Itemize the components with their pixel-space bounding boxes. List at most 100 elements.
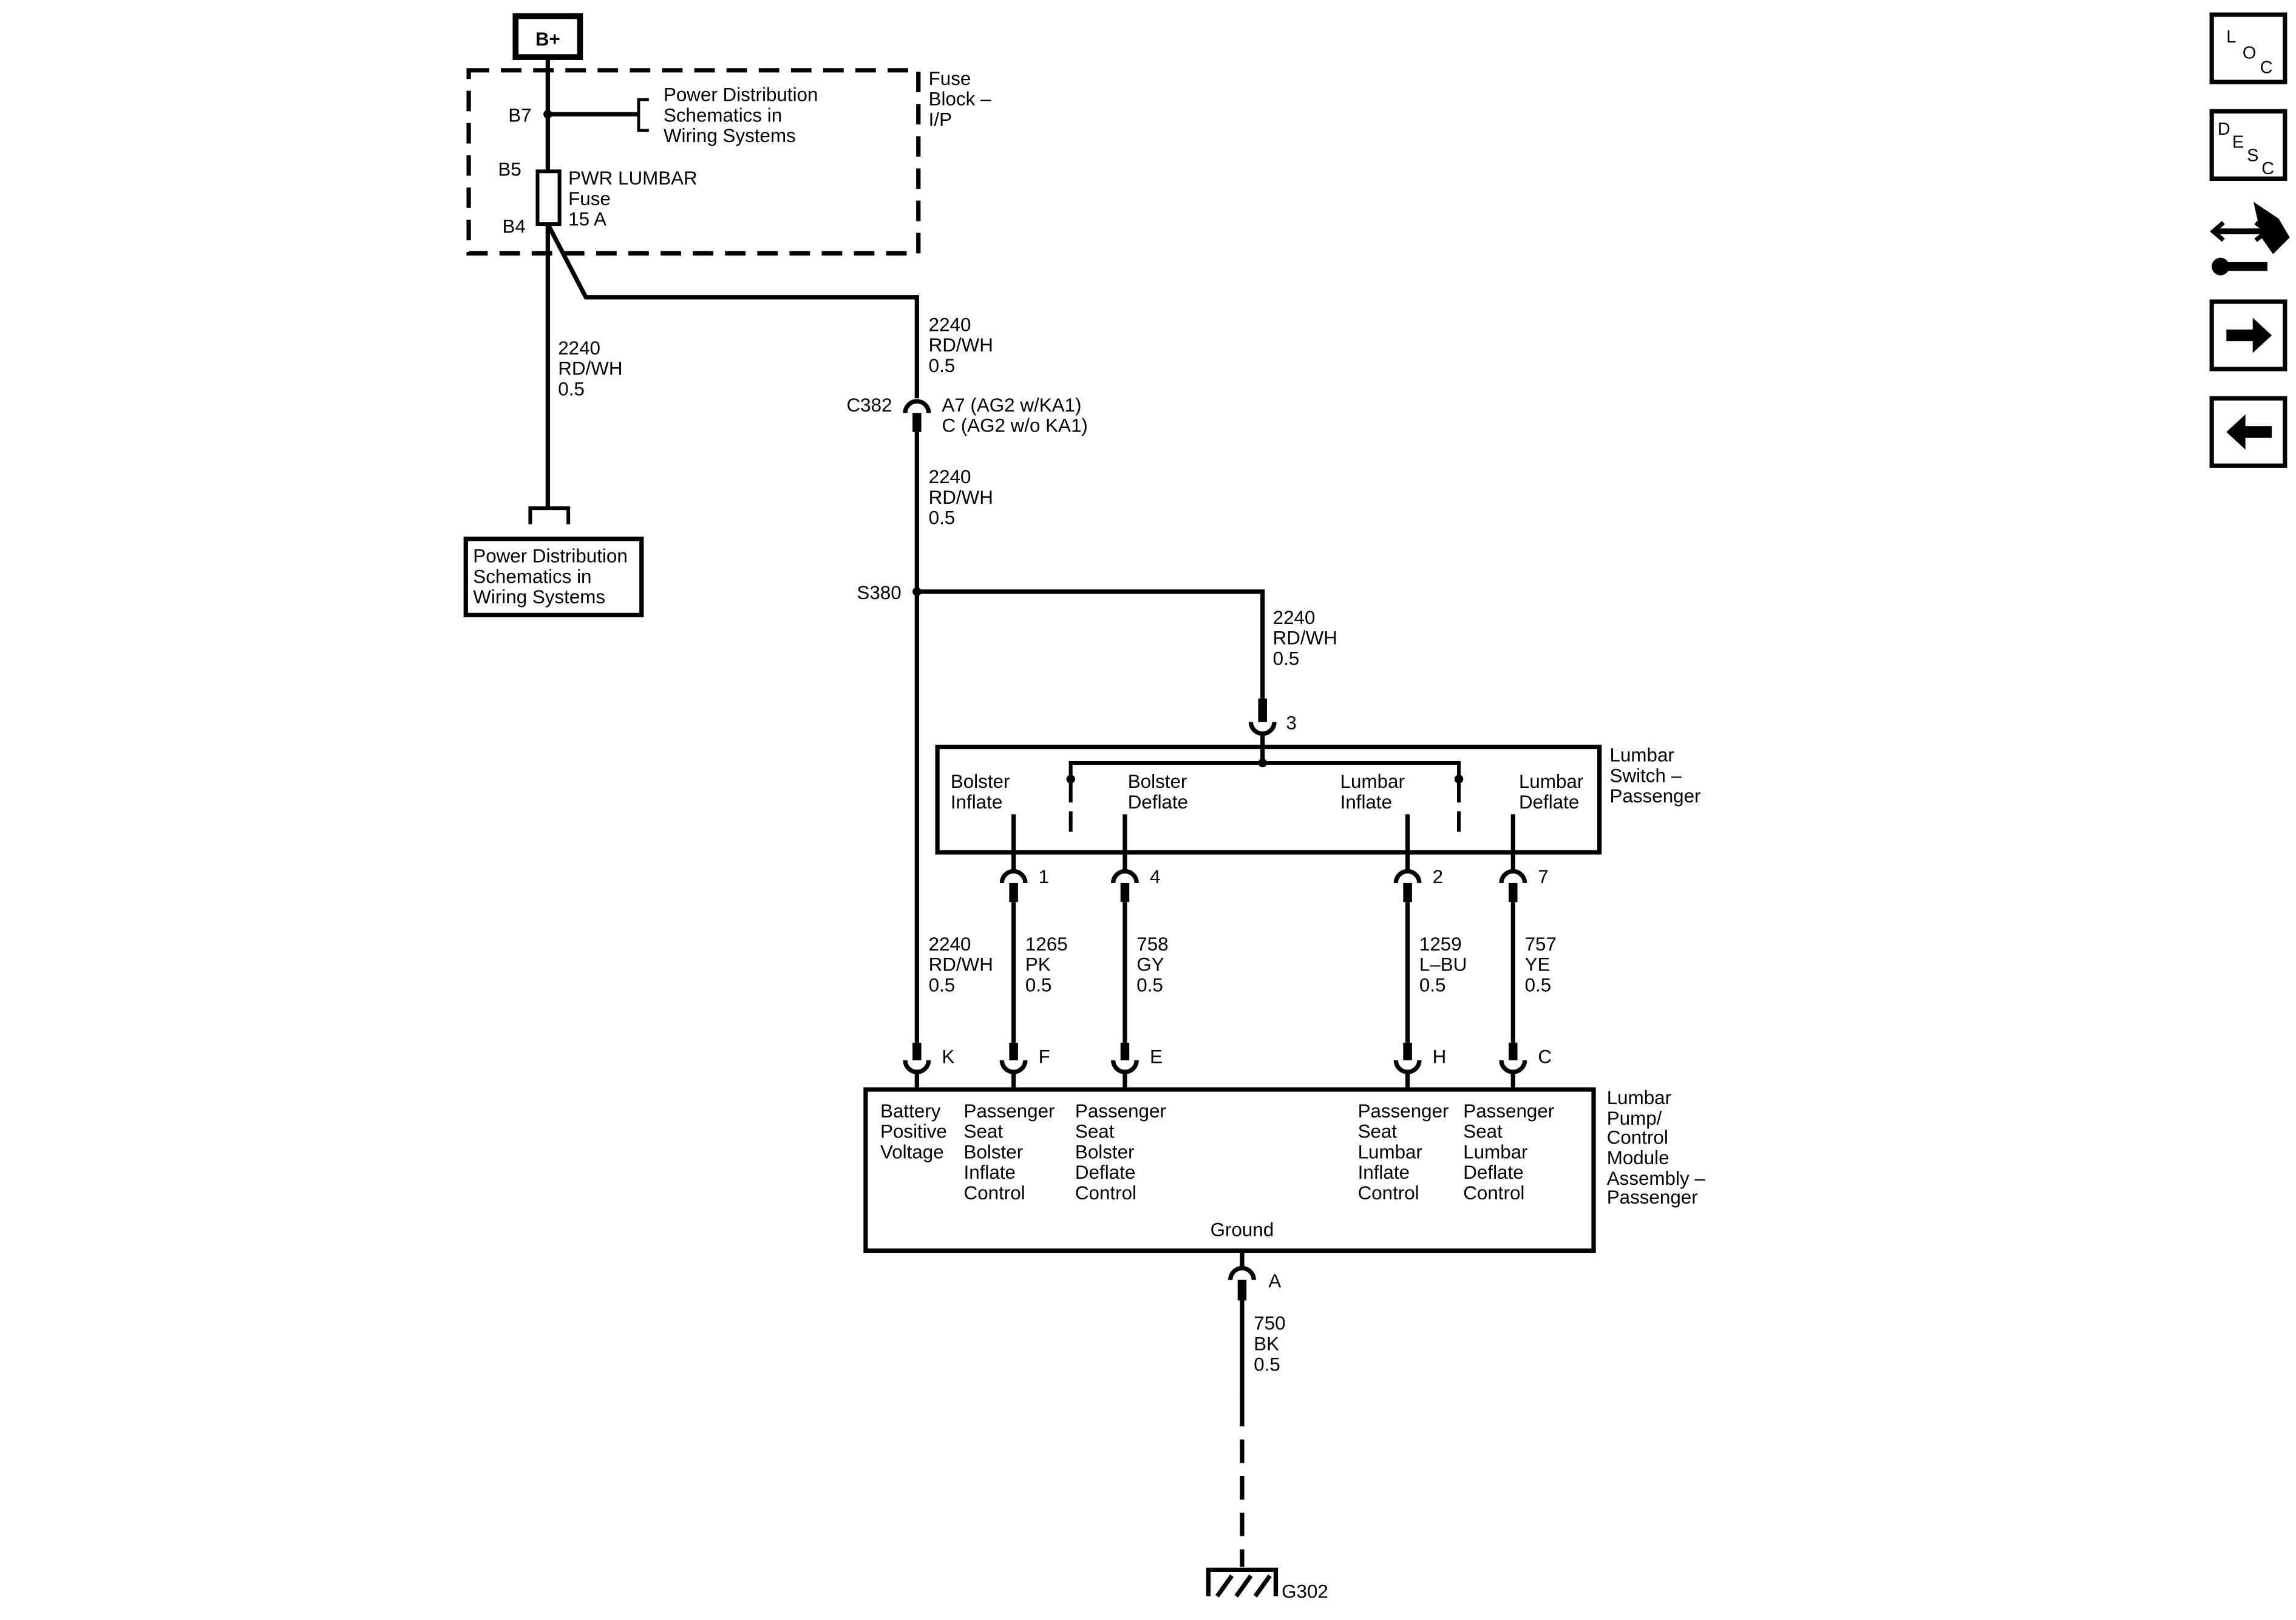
svg-text:1259: 1259 [1419, 934, 1462, 955]
svg-text:758: 758 [1136, 934, 1168, 955]
connector-tool-icon[interactable] [2210, 202, 2290, 276]
svg-text:O: O [2243, 44, 2257, 63]
svg-text:Assembly –: Assembly – [1607, 1168, 1706, 1189]
svg-text:Battery: Battery [880, 1100, 941, 1122]
svg-text:Deflate: Deflate [1519, 791, 1579, 813]
svg-text:Bolster: Bolster [951, 771, 1010, 792]
svg-text:Wiring Systems: Wiring Systems [664, 125, 796, 146]
svg-text:0.5: 0.5 [1273, 648, 1300, 669]
previous-arrow-button[interactable] [2209, 396, 2288, 468]
switch-pin-3: 3 [1286, 713, 1296, 734]
svg-text:GY: GY [1136, 954, 1164, 975]
svg-text:Lumbar: Lumbar [1463, 1141, 1527, 1162]
svg-text:L–BU: L–BU [1419, 954, 1467, 975]
svg-text:L: L [2226, 27, 2236, 47]
svg-text:Lumbar: Lumbar [1519, 771, 1583, 792]
wire-right-feed [546, 223, 919, 399]
svg-text:2240: 2240 [929, 314, 971, 335]
module-lumbar-inflate-control: Passenger Seat Lumbar Inflate Control [1358, 1100, 1449, 1204]
svg-text:Inflate: Inflate [964, 1162, 1016, 1183]
wire-label-after-c382: 2240 RD/WH 0.5 [929, 466, 993, 529]
next-arrow-button[interactable] [2209, 299, 2288, 371]
svg-text:Voltage: Voltage [880, 1141, 944, 1162]
svg-text:RD/WH: RD/WH [929, 954, 993, 975]
pin-b4: B4 [503, 216, 526, 237]
svg-text:Deflate: Deflate [1075, 1162, 1135, 1183]
svg-text:0.5: 0.5 [558, 378, 585, 399]
switch-pin-3-connector [1248, 722, 1277, 736]
wire-label-758: 758 GY 0.5 [1136, 934, 1168, 996]
svg-text:Passenger: Passenger [1358, 1100, 1449, 1122]
connector-c382 [903, 399, 931, 413]
svg-text:PWR LUMBAR: PWR LUMBAR [568, 168, 698, 189]
power-dist-box [463, 537, 644, 617]
svg-text:0.5: 0.5 [1025, 974, 1052, 995]
c382-pins: A7 (AG2 w/KA1) C (AG2 w/o KA1) [942, 395, 1088, 436]
module-ground-connector [1228, 1266, 1256, 1280]
wire-label-to-pin-k: 2240 RD/WH 0.5 [929, 934, 993, 996]
svg-text:Block –: Block – [929, 89, 991, 110]
svg-text:YE: YE [1525, 954, 1550, 975]
module-pin-a: A [1268, 1270, 1281, 1292]
svg-text:Fuse: Fuse [568, 188, 611, 209]
module-input-connectors [903, 1042, 1527, 1090]
svg-text:Control: Control [1463, 1182, 1524, 1204]
wire-label-to-switch: 2240 RD/WH 0.5 [1273, 607, 1337, 669]
switch-pin-4: 4 [1150, 866, 1160, 887]
module-bolster-inflate-control: Passenger Seat Bolster Inflate Control [964, 1100, 1055, 1204]
svg-text:Deflate: Deflate [1463, 1162, 1523, 1183]
svg-text:C: C [2261, 159, 2274, 178]
svg-text:Control: Control [964, 1182, 1025, 1204]
svg-text:Control: Control [1358, 1182, 1419, 1204]
svg-text:A7 (AG2 w/KA1): A7 (AG2 w/KA1) [942, 395, 1081, 416]
desc-button[interactable]: D E S C [2209, 109, 2288, 181]
svg-text:C: C [2260, 58, 2273, 78]
svg-text:Passenger: Passenger [1607, 1187, 1698, 1208]
svg-text:Passenger: Passenger [1075, 1100, 1166, 1122]
fuse-label: PWR LUMBAR Fuse 15 A [568, 168, 698, 230]
battery-label: B+ [535, 29, 560, 50]
svg-text:Inflate: Inflate [1358, 1162, 1410, 1183]
pin-b5: B5 [498, 159, 521, 180]
svg-text:S: S [2247, 146, 2258, 165]
c382-name: C382 [847, 395, 892, 416]
lumbar-module-box [863, 1087, 1596, 1253]
g302-label: G302 [1282, 1581, 1328, 1602]
module-pin-f: F [1039, 1046, 1050, 1068]
ground-g302-symbol [1206, 1567, 1279, 1598]
svg-text:Lumbar: Lumbar [1358, 1141, 1422, 1162]
svg-text:Passenger: Passenger [1610, 785, 1701, 807]
svg-text:PK: PK [1025, 954, 1051, 975]
svg-text:Bolster: Bolster [1128, 771, 1187, 792]
wire-label-right-feed: 2240 RD/WH 0.5 [929, 314, 993, 376]
svg-text:Deflate: Deflate [1128, 791, 1188, 813]
svg-text:2240: 2240 [558, 337, 600, 359]
module-pin-k: K [942, 1046, 954, 1068]
svg-text:Bolster: Bolster [964, 1141, 1024, 1162]
svg-text:RD/WH: RD/WH [929, 487, 993, 508]
svg-text:Bolster: Bolster [1075, 1141, 1135, 1162]
switch-pin-2: 2 [1433, 866, 1443, 887]
module-pin-h: H [1433, 1046, 1447, 1068]
svg-text:Pump/: Pump/ [1607, 1108, 1662, 1129]
wire-label-1265: 1265 PK 0.5 [1025, 934, 1068, 996]
svg-text:0.5: 0.5 [1136, 974, 1163, 995]
power-dist-box-text: Power Distribution Schematics in Wiring … [473, 545, 627, 608]
switch-lumbar-deflate: Lumbar Deflate [1519, 771, 1583, 813]
module-pin-c: C [1538, 1046, 1552, 1068]
svg-text:D: D [2218, 120, 2230, 139]
switch-pin-7: 7 [1538, 866, 1548, 887]
svg-text:RD/WH: RD/WH [558, 358, 622, 379]
wire-label-left-feed: 2240 RD/WH 0.5 [558, 337, 622, 400]
svg-text:Passenger: Passenger [964, 1100, 1055, 1122]
switch-bolster-deflate: Bolster Deflate [1128, 771, 1188, 813]
svg-text:Switch –: Switch – [1610, 765, 1682, 786]
svg-text:Positive: Positive [880, 1121, 947, 1142]
svg-text:Schematics in: Schematics in [473, 566, 591, 587]
svg-text:RD/WH: RD/WH [1273, 628, 1337, 649]
loc-button[interactable]: L O C [2209, 12, 2288, 84]
svg-text:Schematics in: Schematics in [664, 104, 782, 126]
svg-text:0.5: 0.5 [929, 507, 956, 529]
svg-text:Module: Module [1607, 1147, 1669, 1168]
